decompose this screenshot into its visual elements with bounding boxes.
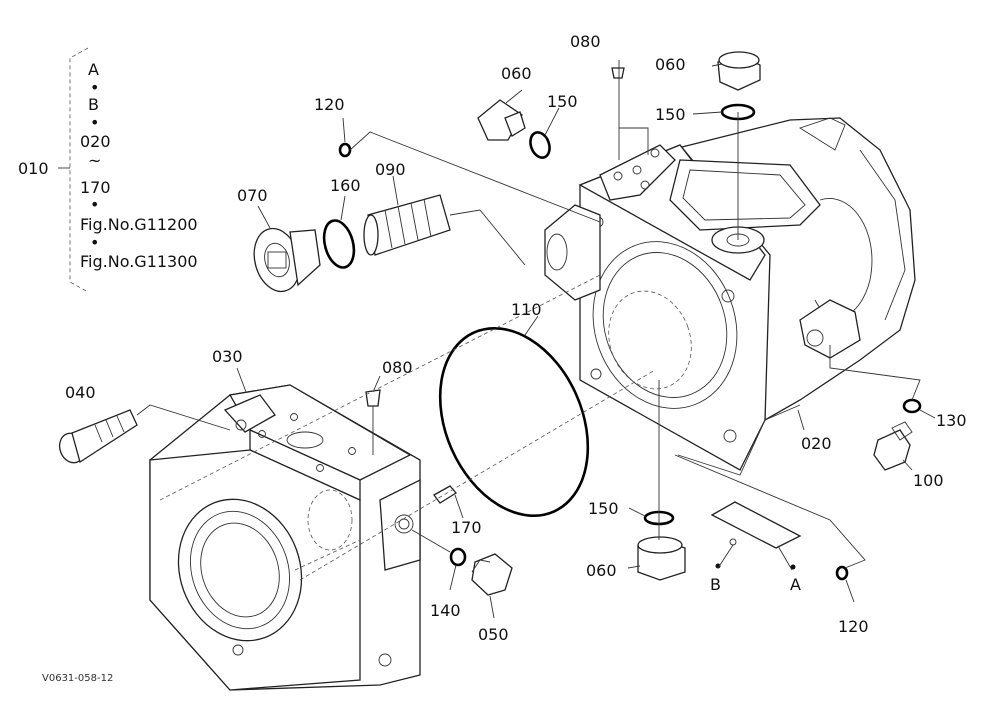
kit-item-tilde: ~ <box>88 151 101 170</box>
label-b: B <box>710 575 721 594</box>
o-ring-160 <box>322 219 356 269</box>
figure-code: V0631-058-12 <box>42 673 113 684</box>
plug-060-bottom <box>637 536 686 581</box>
plug-070 <box>253 227 321 293</box>
kit-number-label: 010 <box>18 159 49 178</box>
kit-item-020: 020 <box>80 132 111 151</box>
leader-lines <box>136 60 936 619</box>
kit-item-g11200: Fig.No.G11200 <box>80 215 198 234</box>
label-040: 040 <box>65 383 96 402</box>
o-ring-140 <box>449 547 467 567</box>
kit-item-dot-2: • <box>90 113 99 132</box>
kit-item-170: 170 <box>80 178 111 197</box>
label-a: A <box>790 575 801 594</box>
o-ring-110 <box>438 326 590 518</box>
label-120-top: 120 <box>314 95 345 114</box>
kit-bracket <box>58 47 89 293</box>
filter-090 <box>363 194 451 256</box>
kit-item-dot-4: • <box>90 233 99 252</box>
kit-item-g11300: Fig.No.G11300 <box>80 252 198 271</box>
label-080-top: 080 <box>570 32 601 51</box>
housing-020-drawing <box>544 117 916 476</box>
plug-100 <box>873 421 913 471</box>
label-150-bottom: 150 <box>588 499 619 518</box>
label-150-right: 150 <box>655 105 686 124</box>
label-050: 050 <box>478 625 509 644</box>
plug-060-topright <box>717 51 761 91</box>
label-130: 130 <box>936 411 967 430</box>
bolt-080-top <box>611 67 625 79</box>
plug-050 <box>471 553 513 596</box>
label-060-topright: 060 <box>655 55 686 74</box>
label-090: 090 <box>375 160 406 179</box>
plug-060-topleft <box>477 99 526 141</box>
label-020: 020 <box>801 434 832 453</box>
kit-item-dot-1: • <box>90 78 99 97</box>
o-ring-120-bottom <box>835 565 849 581</box>
kit-item-dot-3: • <box>90 195 99 214</box>
label-110: 110 <box>511 300 542 319</box>
bolt-040 <box>58 409 138 464</box>
housing-030-drawing <box>149 384 421 691</box>
label-160: 160 <box>330 176 361 195</box>
label-080-mid: 080 <box>382 358 413 377</box>
kit-item-a: A <box>88 60 99 79</box>
label-030: 030 <box>212 347 243 366</box>
o-ring-130 <box>902 398 922 414</box>
label-060-topleft: 060 <box>501 64 532 83</box>
o-ring-120-top <box>338 142 352 158</box>
label-060-bottom: 060 <box>586 561 617 580</box>
o-ring-150-top <box>529 131 551 159</box>
label-120-bottom: 120 <box>838 617 869 636</box>
label-140: 140 <box>430 601 461 620</box>
label-070: 070 <box>237 186 268 205</box>
label-170: 170 <box>451 518 482 537</box>
bolt-080-mid <box>365 389 381 407</box>
nameplate-ab <box>710 501 802 570</box>
label-100: 100 <box>913 471 944 490</box>
label-150-top: 150 <box>547 92 578 111</box>
kit-item-b: B <box>88 95 99 114</box>
